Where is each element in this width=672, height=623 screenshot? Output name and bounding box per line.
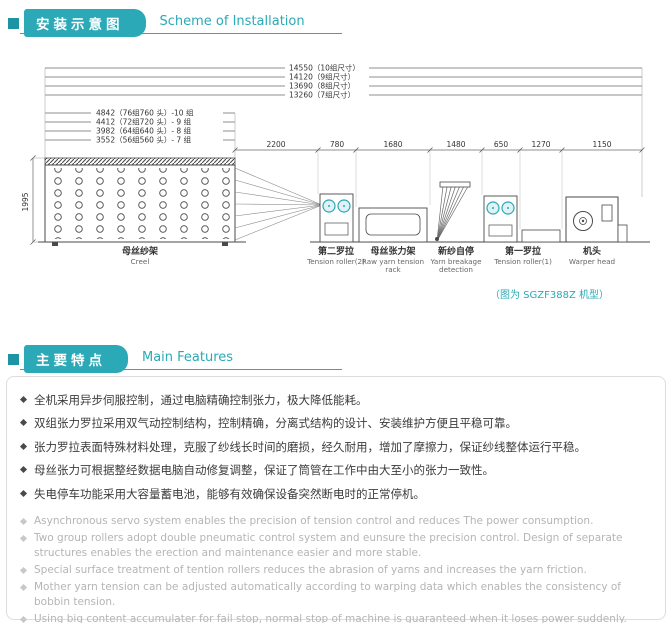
feature-item-en: Using big content accumulater for fail s… [19, 612, 651, 623]
label-warper-head: 机头 Warper head [555, 247, 629, 266]
square-bullet-icon [8, 17, 19, 29]
label-breakage-detection-cn: 新纱自停 [437, 247, 474, 257]
dim-height-1995: 1995 [21, 192, 30, 211]
label-tension-roller-1-cn: 第一罗拉 [504, 247, 541, 257]
dim-creel-9: 4412（72组720 头）- 9 组 [96, 117, 192, 127]
section-title-en: Main Features [142, 350, 234, 365]
label-breakage-detection: 新纱自停 Yarn breakage detection [427, 247, 485, 275]
dim-seg-1150: 1150 [592, 140, 611, 149]
dim-seg-650: 650 [494, 140, 509, 149]
yarn-lines [234, 167, 323, 241]
feature-text: Special surface treatment of tention rol… [34, 563, 587, 576]
section-title-cn: 主要特点 [24, 345, 128, 373]
label-creel-cn: 母丝纱架 [121, 247, 158, 257]
feature-text: Asynchronous servo system enables the pr… [34, 514, 594, 527]
dim-total-8: 13690（8组尺寸） [289, 81, 355, 91]
dim-total-7: 13260（7组尺寸） [289, 90, 355, 100]
diamond-bullet-icon [19, 534, 28, 542]
installation-diagram: 14550（10组尺寸） 14120（9组尺寸） 13690（8组尺寸） 132… [21, 63, 650, 246]
diamond-bullet-icon [19, 566, 28, 574]
feature-text: Mother yarn tension can be adjusted auto… [34, 580, 621, 608]
diamond-bullet-icon [19, 489, 28, 497]
label-breakage-detection-en: Yarn breakage detection [430, 256, 482, 275]
feature-item-en: Special surface treatment of tention rol… [19, 563, 651, 578]
label-creel-en: Creel [130, 256, 150, 266]
dim-creel-8: 3982（64组640 头）- 8 组 [96, 126, 192, 136]
label-tension-rack-cn: 母丝张力架 [370, 247, 416, 257]
installation-diagram-area: 14550（10组尺寸） 14120（9组尺寸） 13690（8组尺寸） 132… [0, 55, 672, 345]
warper-head-drawing [565, 196, 628, 243]
label-tension-roller-2-en: Tension roller(2) [307, 256, 365, 266]
label-creel: 母丝纱架 Creel [90, 247, 190, 266]
dim-total-9: 14120（9组尺寸） [289, 72, 355, 82]
feature-item-en: Mother yarn tension can be adjusted auto… [19, 580, 651, 610]
header-underline [20, 33, 342, 34]
machine-units [310, 181, 650, 243]
dimension-labels: 14550（10组尺寸） 14120（9组尺寸） 13690（8组尺寸） 132… [21, 63, 612, 212]
feature-item-cn: 失电停车功能采用大容量蓄电池，能够有效确保设备突然断电时的正常停机。 [19, 487, 651, 501]
features-list-cn: 全机采用异步伺服控制，通过电脑精确控制张力，极大降低能耗。 双组张力罗拉采用双气… [19, 393, 651, 501]
features-list-en: Asynchronous servo system enables the pr… [19, 514, 651, 623]
label-tension-rack: 母丝张力架 Raw yarn tension rack [359, 247, 427, 275]
diamond-bullet-icon [19, 395, 28, 404]
feature-item-cn: 双组张力罗拉采用双气动控制结构，控制精确，分离式结构的设计、安装维护方便且平稳可… [19, 416, 651, 430]
tension-roller-1-drawing [483, 195, 518, 243]
diamond-bullet-icon [19, 466, 28, 474]
label-tension-rack-en: Raw yarn tension rack [361, 256, 425, 275]
tension-roller-2-drawing [319, 193, 354, 243]
label-tension-roller-2-cn: 第二罗拉 [317, 247, 354, 257]
diamond-bullet-icon [19, 442, 28, 450]
diamond-bullet-icon [19, 583, 28, 591]
features-panel: 全机采用异步伺服控制，通过电脑精确控制张力，极大降低能耗。 双组张力罗拉采用双气… [6, 376, 666, 623]
feature-text: 双组张力罗拉采用双气动控制结构，控制精确，分离式结构的设计、安装维护方便且平稳可… [34, 416, 517, 431]
platform-drawing [521, 229, 561, 243]
feature-text: 失电停车功能采用大容量蓄电池，能够有效确保设备突然断电时的正常停机。 [34, 486, 425, 501]
square-bullet-icon [8, 353, 19, 365]
dim-creel-7: 3552（56组560 头）- 7 组 [96, 135, 192, 145]
feature-item-cn: 张力罗拉表面特殊材料处理，克服了纱线长时间的磨损，经久耐用，增加了摩擦力，保证纱… [19, 440, 651, 454]
creel-drawing [38, 157, 246, 246]
section-title-en: Scheme of Installation [159, 14, 305, 29]
label-tension-roller-2: 第二罗拉 Tension roller(2) [299, 247, 373, 266]
breakage-detection-drawing [435, 181, 471, 242]
header-underline [20, 369, 342, 370]
feature-item-en: Asynchronous servo system enables the pr… [19, 514, 651, 529]
feature-text: Using big content accumulater for fail s… [34, 612, 627, 623]
feature-text: Two group rollers adopt double pneumatic… [34, 531, 623, 559]
diamond-bullet-icon [19, 419, 28, 427]
dim-seg-2200: 2200 [266, 140, 285, 149]
feature-text: 张力罗拉表面特殊材料处理，克服了纱线长时间的磨损，经久耐用，增加了摩擦力，保证纱… [34, 439, 586, 454]
dim-creel-10: 4842（76组760 头）-10 组 [96, 108, 194, 118]
section-header-features: 主要特点 Main Features [8, 345, 342, 373]
label-tension-roller-1: 第一罗拉 Tension roller(1) [486, 247, 560, 266]
dim-total-10: 14550（10组尺寸） [289, 63, 360, 73]
label-warper-head-en: Warper head [568, 256, 616, 266]
label-warper-head-cn: 机头 [582, 247, 601, 257]
label-tension-roller-1-en: Tension roller(1) [494, 256, 552, 266]
diamond-bullet-icon [19, 615, 28, 623]
section-header-installation: 安装示意图 Scheme of Installation [8, 9, 342, 37]
feature-item-cn: 全机采用异步伺服控制，通过电脑精确控制张力，极大降低能耗。 [19, 393, 651, 407]
dim-seg-780: 780 [330, 140, 345, 149]
tension-rack-drawing [358, 207, 428, 243]
model-note: （图为 SGZF388Z 机型） [490, 290, 609, 301]
diamond-bullet-icon [19, 517, 28, 525]
feature-item-cn: 母丝张力可根据整经数据电脑自动修复调整，保证了筒管在工作中由大至小的张力一致性。 [19, 463, 651, 477]
feature-text: 母丝张力可根据整经数据电脑自动修复调整，保证了筒管在工作中由大至小的张力一致性。 [34, 463, 494, 478]
feature-item-en: Two group rollers adopt double pneumatic… [19, 531, 651, 561]
dim-seg-1270: 1270 [531, 140, 550, 149]
dim-seg-1480: 1480 [446, 140, 465, 149]
dim-seg-1680: 1680 [383, 140, 402, 149]
feature-text: 全机采用异步伺服控制，通过电脑精确控制张力，极大降低能耗。 [34, 393, 368, 407]
section-title-cn: 安装示意图 [24, 9, 146, 37]
